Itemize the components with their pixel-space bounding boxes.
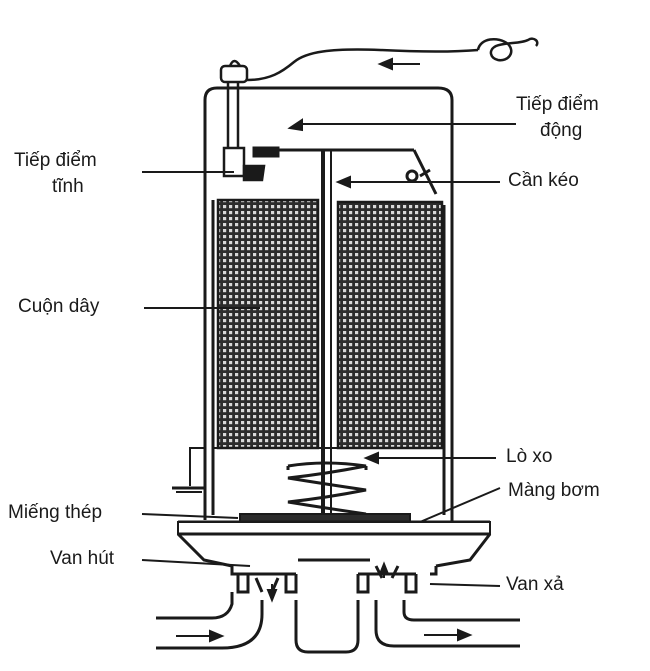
label-intake-valve: Van hút <box>50 548 115 569</box>
leader-lines <box>141 118 516 587</box>
label-diaphragm: Màng bơm <box>508 480 600 501</box>
fixed-contact <box>222 146 266 182</box>
label-moving-contact: Tiếp điểm động <box>516 92 599 144</box>
pump-chamber <box>176 532 492 576</box>
spring <box>286 461 368 516</box>
electrical-wire <box>219 37 539 148</box>
label-coil: Cuộn dây <box>18 296 100 317</box>
flow-arrow-top <box>377 57 420 71</box>
flow-arrows <box>176 561 473 643</box>
label-moving-contact-line2: động <box>540 120 583 141</box>
intake-valve <box>236 572 298 594</box>
label-lever: Cần kéo <box>508 170 579 191</box>
label-moving-contact-line1: Tiếp điểm <box>516 94 599 115</box>
diaphragm-plate <box>177 513 491 536</box>
moving-contact <box>252 146 438 195</box>
label-exhaust-valve: Van xả <box>506 574 564 595</box>
pipes <box>156 592 520 654</box>
central-rod <box>321 150 332 520</box>
lower-chamber <box>172 447 444 493</box>
label-fixed-contact-line2: tĩnh <box>52 176 84 197</box>
label-steel-plate: Miếng thép <box>8 502 103 523</box>
label-spring: Lò xo <box>506 446 553 467</box>
pump-housing <box>203 86 454 522</box>
label-fixed-contact: Tiếp điểm tĩnh <box>14 148 97 200</box>
label-fixed-contact-line1: Tiếp điểm <box>14 150 97 171</box>
